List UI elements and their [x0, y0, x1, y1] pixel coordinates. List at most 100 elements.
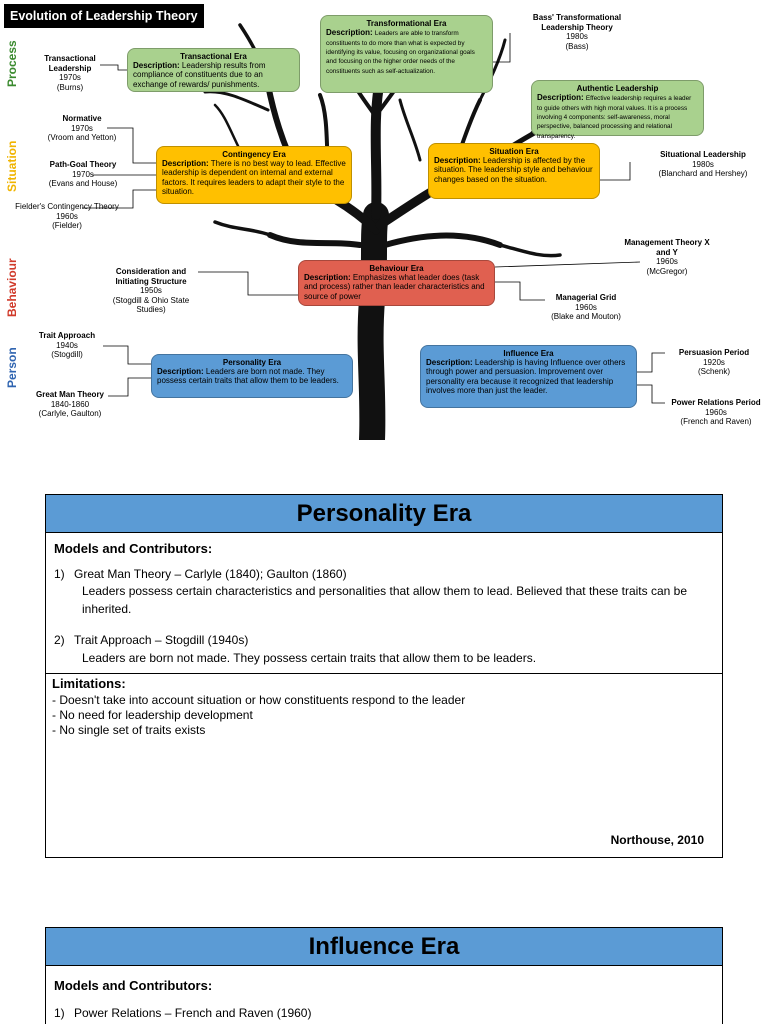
theory-year: 1920s: [703, 357, 725, 367]
theory-year: 1970s: [72, 169, 94, 179]
side-label-process: Process: [5, 40, 19, 87]
theory-name: Power Relations Period: [671, 398, 761, 407]
desc-label: Description:: [426, 358, 473, 368]
theory-great-man: Great Man Theory 1840-1860 (Carlyle, Gau…: [28, 390, 112, 419]
limitation-item: - No need for leadership development: [52, 707, 253, 722]
theory-author: (Evans and House): [48, 179, 118, 189]
theory-situational-leadership: Situational Leadership 1980s (Blanchard …: [640, 150, 766, 179]
theory-author: (Vroom and Yetton): [47, 133, 117, 143]
leadership-theory-diagram: Evolution of Leadership Theory Process S…: [0, 0, 768, 440]
theory-name: Transactional Leadership: [44, 54, 96, 73]
era-title: Transactional Era: [180, 52, 247, 61]
era-title: Situation Era: [489, 147, 539, 156]
theory-author: (Stogdill): [51, 350, 83, 360]
theory-name: Great Man Theory: [35, 390, 104, 399]
theory-author: (Fielder): [52, 221, 82, 231]
theory-author: (Bass): [565, 41, 589, 51]
theory-author: (Blanchard and Hershey): [658, 169, 748, 179]
item-title: Trait Approach – Stogdill (1940s): [74, 633, 249, 648]
side-label-situation: Situation: [5, 140, 19, 192]
personality-era-section: Personality Era Models and Contributors:…: [45, 494, 723, 858]
personality-era-box: Personality Era Description: Leaders are…: [151, 354, 353, 398]
theory-year: 1960s: [575, 302, 597, 312]
era-desc: Leadership results from compliance of co…: [133, 61, 266, 89]
theory-management-xy: Management Theory X and Y 1960s (McGrego…: [622, 238, 712, 276]
desc-label: Description:: [434, 156, 481, 166]
theory-author: (Schenk): [697, 367, 730, 377]
item-title: Power Relations – French and Raven (1960…: [74, 1006, 312, 1020]
transactional-era-box: Transactional Era Description: Leadershi…: [127, 48, 300, 92]
theory-name: Consideration and Initiating Structure: [115, 267, 187, 286]
theory-trait-approach: Trait Approach 1940s (Stogdill): [28, 331, 106, 360]
desc-label: Description:: [133, 61, 180, 71]
item-title: Great Man Theory – Carlyle (1840); Gault…: [74, 567, 347, 581]
theory-year: 1980s: [566, 32, 588, 42]
list-item: 1) Great Man Theory – Carlyle (1840); Gau…: [46, 566, 722, 618]
era-desc: Leadership is affected by the situation.…: [434, 156, 593, 184]
item-detail: Leaders possess certain characteristics …: [82, 584, 687, 616]
theory-name: Situational Leadership: [660, 150, 746, 159]
era-title: Contingency Era: [222, 150, 286, 159]
desc-label: Description:: [157, 367, 204, 377]
desc-label: Description:: [326, 28, 373, 38]
era-title: Personality Era: [222, 358, 282, 367]
situation-era-box: Situation Era Description: Leadership is…: [428, 143, 600, 199]
theory-year: 1960s: [56, 211, 78, 221]
theory-name: Bass' Transformational Leadership Theory: [532, 13, 622, 32]
side-label-behaviour: Behaviour: [5, 258, 19, 317]
item-detail: Leaders are born not made. They possess …: [82, 650, 537, 665]
influence-era-box: Influence Era Description: Leadership is…: [420, 345, 637, 408]
diagram-title: Evolution of Leadership Theory: [4, 4, 204, 28]
theory-power-relations: Power Relations Period 1960s (French and…: [666, 398, 766, 427]
era-desc: Leadership is having Influence over othe…: [426, 358, 626, 395]
limitations-box: Limitations: - Doesn't take into account…: [46, 672, 722, 738]
era-desc: There is no best way to lead. Effective …: [162, 159, 346, 196]
behaviour-era-box: Behaviour Era Description: Emphasizes wh…: [298, 260, 495, 306]
theory-bass: Bass' Transformational Leadership Theory…: [530, 13, 624, 51]
item-number: 1): [54, 567, 65, 581]
influence-era-section: Influence Era Models and Contributors: 1…: [45, 927, 723, 1024]
models-title: Models and Contributors:: [54, 978, 213, 993]
era-desc: Emphasizes what leader does (task and pr…: [304, 273, 485, 301]
theory-year: 1960s: [705, 407, 727, 417]
era-desc: Leaders are born not made. They possess …: [157, 367, 339, 386]
desc-label: Description:: [162, 159, 209, 169]
theory-persuasion-period: Persuasion Period 1920s (Schenk): [666, 348, 762, 377]
theory-managerial-grid: Managerial Grid 1960s (Blake and Mouton): [540, 293, 632, 322]
section-heading: Personality Era: [46, 495, 722, 533]
list-item: 2) Trait Approach – Stogdill (1940s) Lead…: [46, 632, 722, 667]
theory-author: (Stogdill & Ohio State Studies): [112, 295, 190, 315]
theory-author: (McGregor): [646, 266, 688, 276]
theory-name: Trait Approach: [38, 331, 96, 340]
limitation-item: - No single set of traits exists: [52, 722, 206, 737]
theory-author: (French and Raven): [680, 417, 752, 427]
era-desc: Leaders are able to transform constituen…: [326, 30, 475, 75]
era-title: Transformational Era: [366, 19, 447, 28]
theory-name: Managerial Grid: [555, 293, 617, 302]
models-title: Models and Contributors:: [54, 541, 213, 556]
theory-transactional-leadership: Transactional Leadership 1970s (Burns): [32, 54, 108, 92]
theory-year: 1840-1860: [50, 399, 90, 409]
theory-consideration: Consideration and Initiating Structure 1…: [100, 267, 202, 315]
theory-author: (Blake and Mouton): [551, 312, 621, 322]
theory-author: (Carlyle, Gaulton): [38, 409, 102, 419]
desc-label: Description:: [304, 273, 351, 283]
theory-normative: Normative 1970s (Vroom and Yetton): [44, 114, 120, 143]
item-number: 2): [54, 633, 65, 648]
section-heading: Influence Era: [46, 928, 722, 966]
era-desc: Effective leadership requires a leader t…: [537, 95, 692, 140]
theory-name: Path-Goal Theory: [49, 160, 117, 169]
desc-label: Description:: [537, 93, 584, 103]
theory-name: Management Theory X and Y: [624, 238, 710, 257]
theory-year: 1970s: [59, 73, 81, 83]
citation: Northouse, 2010: [610, 833, 704, 847]
theory-year: 1940s: [56, 340, 78, 350]
theory-fiedler: Fielder's Contingency Theory 1960s (Fiel…: [2, 202, 132, 231]
transformational-era-box: Transformational Era Description: Leader…: [320, 15, 493, 93]
era-title: Authentic Leadership: [576, 84, 659, 93]
theory-name: Fielder's Contingency Theory: [15, 202, 119, 211]
list-item: 1)Power Relations – French and Raven (19…: [46, 1005, 722, 1022]
theory-year: 1960s: [656, 257, 678, 267]
theory-name: Persuasion Period: [678, 348, 750, 357]
limitations-title: Limitations:: [52, 675, 126, 691]
